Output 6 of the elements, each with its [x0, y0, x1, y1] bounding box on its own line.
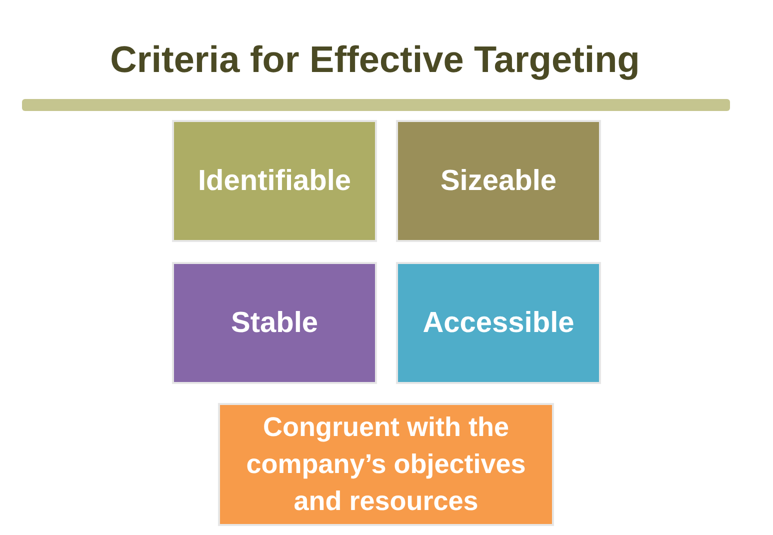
criterion-tile: Congruent with the company’s objectives and resources — [218, 403, 554, 526]
slide-title: Criteria for Effective Targeting — [109, 38, 641, 82]
criterion-tile: Sizeable — [396, 120, 601, 242]
criterion-tile: Accessible — [396, 262, 601, 384]
criterion-tile: Identifiable — [172, 120, 377, 242]
criterion-tile: Stable — [172, 262, 377, 384]
